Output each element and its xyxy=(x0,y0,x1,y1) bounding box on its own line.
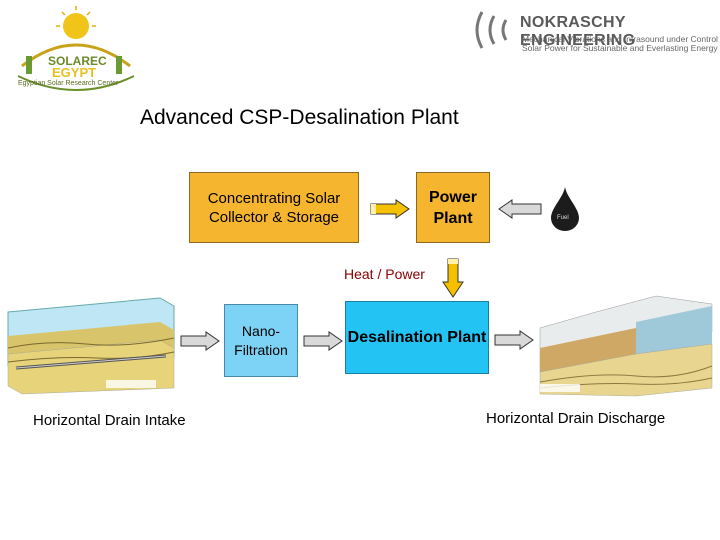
company-tagline-1: Mechanical Vibrations and Infrasound und… xyxy=(522,34,718,44)
power-plant-box: Power Plant xyxy=(416,172,490,243)
intake-label: Horizontal Drain Intake xyxy=(33,412,186,429)
csp-collector-box: Concentrating Solar Collector & Storage xyxy=(189,172,359,243)
solarec-logo: SOLAREC EGYPT Egyptian Solar Research Ce… xyxy=(4,4,144,96)
arrow-power-down xyxy=(442,258,464,298)
nano-filtration-box: Nano-Filtration xyxy=(224,304,298,377)
intake-illustration xyxy=(6,296,176,396)
arrow-nano-to-desal xyxy=(303,331,343,351)
nokraschy-wave-icon xyxy=(470,8,518,57)
company-name: NOKRASCHY ENGINEERING xyxy=(520,14,636,49)
power-plant-label: Power Plant xyxy=(428,188,477,227)
solarec-ring-text: Egyptian Solar Research Center xyxy=(18,80,119,87)
oil-drop-icon xyxy=(551,187,579,231)
arrow-csp-to-power xyxy=(370,199,410,219)
company-tagline-2: Solar Power for Sustainable and Everlast… xyxy=(522,43,718,53)
arrow-intake-to-nano xyxy=(180,331,220,351)
csp-collector-label: Concentrating Solar Collector & Storage xyxy=(207,189,341,226)
solarec-logo-line2: EGYPT xyxy=(52,65,97,80)
solarec-emblem-icon xyxy=(17,6,135,91)
solarec-logo-line1: SOLAREC xyxy=(48,54,107,68)
fuel-label: Fuel xyxy=(557,215,569,221)
page-title: Advanced CSP-Desalination Plant xyxy=(140,106,459,129)
heat-power-label: Heat / Power xyxy=(344,266,425,282)
discharge-label: Horizontal Drain Discharge xyxy=(486,410,666,427)
desalination-plant-box: Desalination Plant xyxy=(345,301,489,374)
discharge-illustration xyxy=(536,292,716,398)
arrow-desal-to-discharge xyxy=(494,330,534,350)
nano-filtration-label: Nano-Filtration xyxy=(234,322,288,358)
desalination-plant-label: Desalination Plant xyxy=(347,329,487,346)
arrow-fuel-to-power xyxy=(498,199,542,219)
fuel-drop: Fuel xyxy=(550,186,580,232)
